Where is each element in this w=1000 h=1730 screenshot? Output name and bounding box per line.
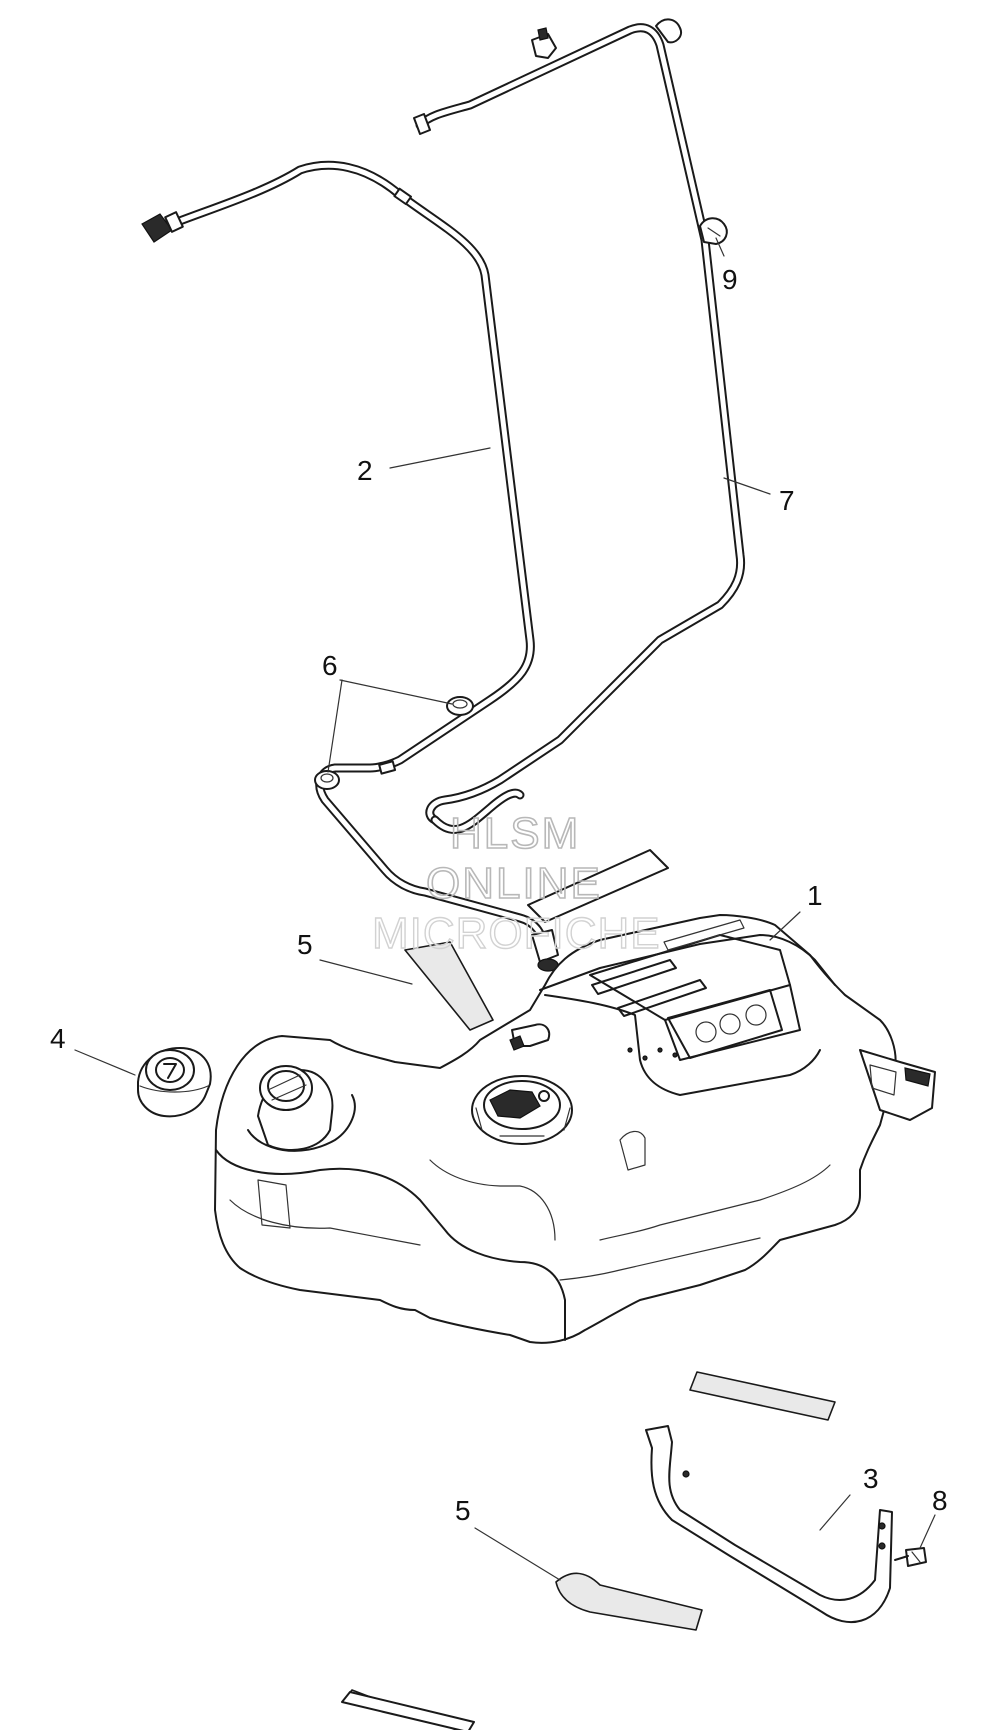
watermark-line-3: MICROFICHE xyxy=(372,909,661,958)
callout-3: 3 xyxy=(863,1463,879,1494)
callout-2: 2 xyxy=(357,455,373,486)
hose-clip-top xyxy=(531,27,557,59)
vent-line-part-7 xyxy=(413,18,746,835)
watermark-line-1: HLSM xyxy=(450,809,580,858)
callout-1: 1 xyxy=(807,880,823,911)
screw-part-8 xyxy=(894,1547,927,1567)
watermark-line-2: ONLINE xyxy=(426,859,602,908)
fuel-line-part-2 xyxy=(141,160,559,972)
grommets-part-6 xyxy=(314,696,474,790)
callout-7: 7 xyxy=(779,485,795,516)
clip-part-9 xyxy=(699,217,728,245)
callout-5a: 5 xyxy=(297,929,313,960)
fuel-tank-part-1 xyxy=(214,914,936,1344)
callout-numbers: 1 2 3 4 5 5 6 7 8 9 xyxy=(50,264,948,1526)
pads-part-5 xyxy=(341,849,836,1730)
callout-8: 8 xyxy=(932,1485,948,1516)
callout-4: 4 xyxy=(50,1023,66,1054)
callout-6: 6 xyxy=(322,650,338,681)
callout-5b: 5 xyxy=(455,1495,471,1526)
watermark: HLSM ONLINE MICROFICHE xyxy=(371,808,661,959)
filler-cap-part-4 xyxy=(137,1047,212,1118)
leader-lines xyxy=(74,237,936,1581)
callout-9: 9 xyxy=(722,264,738,295)
tank-strap-part-3 xyxy=(645,1425,893,1624)
